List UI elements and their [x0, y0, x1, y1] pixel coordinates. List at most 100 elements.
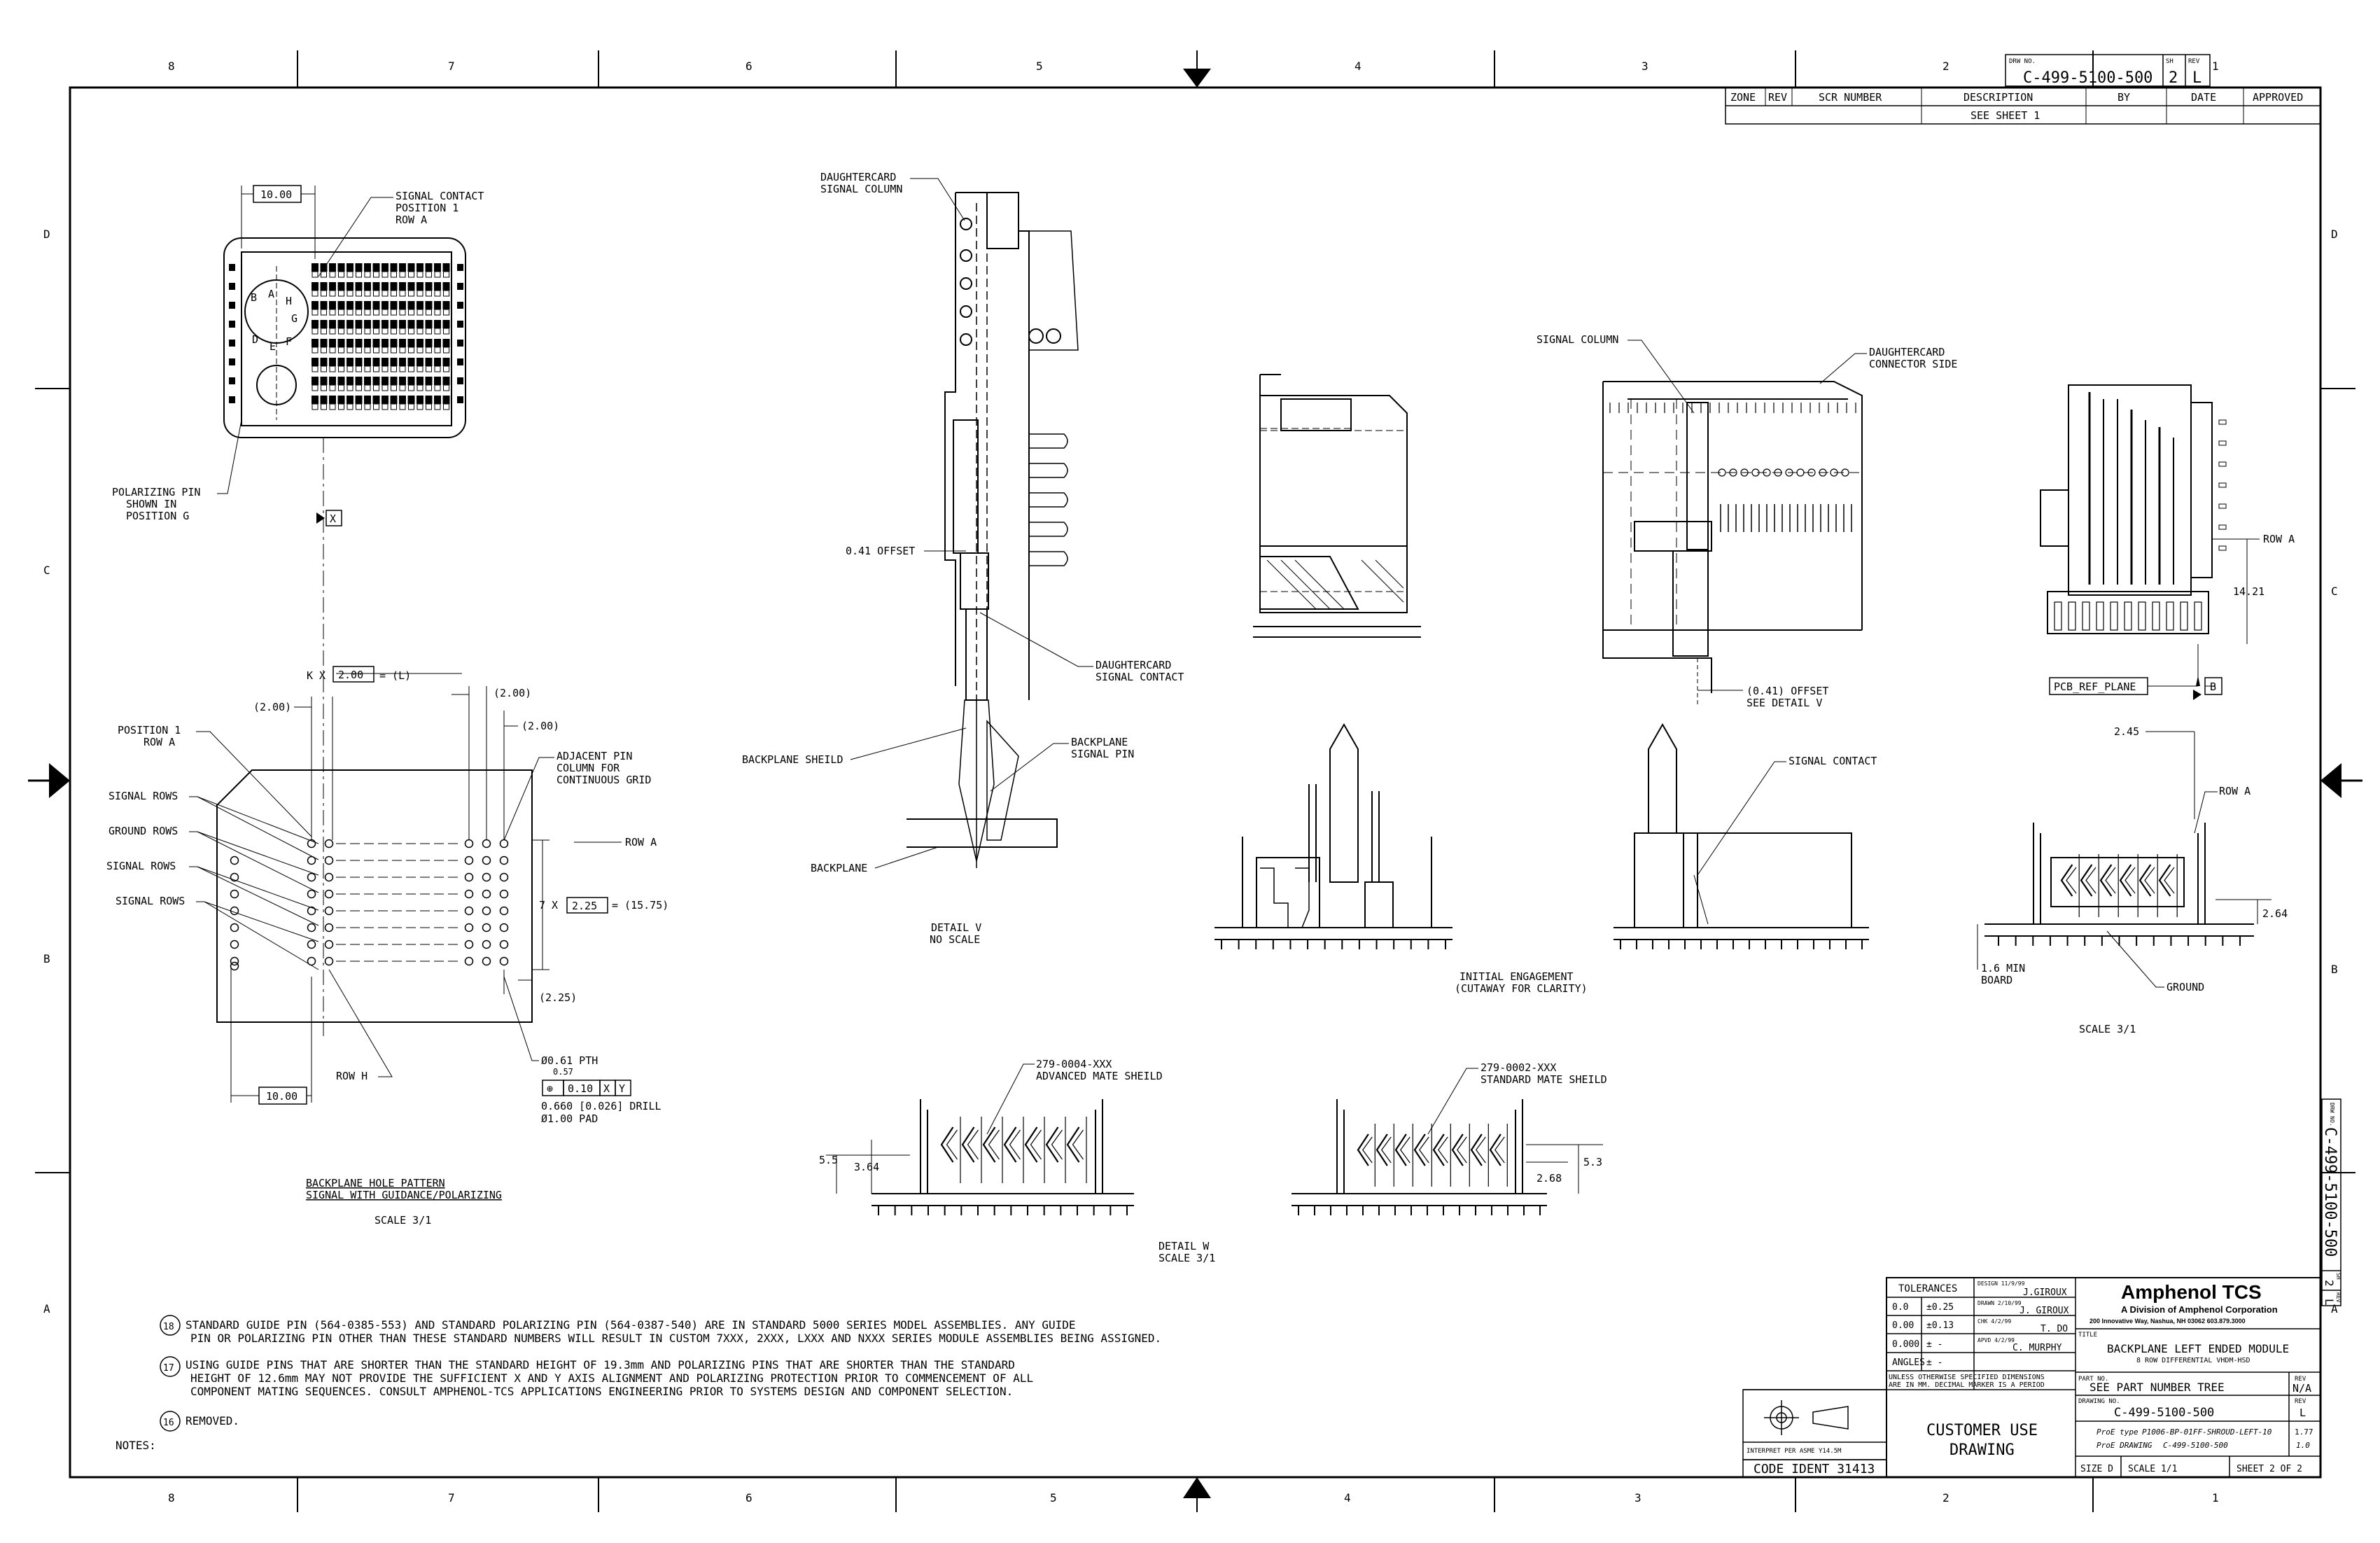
contact: [399, 301, 406, 309]
strip-drw-label: DRW NO.: [2329, 1103, 2335, 1126]
contact-slot: [364, 365, 371, 372]
label-pad: Ø1.00 PAD: [541, 1112, 598, 1125]
rev-row-description: SEE SHEET 1: [1970, 109, 2040, 122]
engagement-lower-right: [1614, 722, 1869, 949]
contact: [407, 339, 415, 347]
contact: [372, 263, 380, 272]
engagement-section-view: [1602, 381, 1863, 707]
chevron-inner: [2105, 867, 2116, 894]
caption-side-scale: SCALE 3/1: [2079, 1023, 2136, 1035]
contact-slot: [321, 403, 327, 410]
hole: [499, 956, 509, 966]
contact-slot: [338, 365, 344, 372]
contact: [382, 263, 388, 272]
tb-tol-1-b: ±0.13: [1926, 1320, 1954, 1331]
label-signal-contact-3: ROW A: [396, 214, 427, 226]
dim-200-left: (2.00): [253, 701, 291, 713]
contact: [416, 301, 424, 309]
tb-part-no: SEE PART NUMBER TREE: [2090, 1381, 2225, 1394]
contact: [364, 358, 371, 366]
contact: [399, 396, 406, 404]
side-contact: [457, 358, 463, 365]
contact-slot: [434, 384, 441, 391]
contact-slot: [346, 290, 354, 297]
notes: 18 STANDARD GUIDE PIN (564-0385-553) AND…: [115, 1315, 1161, 1452]
tooth: [2096, 601, 2104, 631]
tooth: [2110, 601, 2118, 631]
side-view-upper: [2040, 384, 2227, 634]
contact-slot: [426, 271, 432, 278]
contact-slot: [346, 309, 354, 316]
note-18-line2: PIN OR POLARIZING PIN OTHER THAN THESE S…: [190, 1332, 1161, 1345]
hole: [499, 856, 509, 865]
side-contact: [457, 321, 463, 328]
finger: [1029, 551, 1068, 566]
tb-tol-0-a: 0.0: [1892, 1302, 1908, 1313]
projection-symbol-icon: [1764, 1400, 1849, 1435]
contact: [416, 377, 424, 385]
right-tab: [2218, 503, 2227, 509]
label-std-part: 279-0002-XXX: [1480, 1061, 1556, 1074]
tb-design-name: J.GIROUX: [2023, 1287, 2067, 1298]
contact: [442, 339, 450, 347]
contact-slot: [382, 384, 388, 391]
gdt-x: X: [603, 1082, 610, 1095]
connector-top-view: [223, 237, 466, 438]
contact-slot: [399, 271, 406, 278]
contact-slot: [391, 271, 397, 278]
contact: [355, 339, 363, 347]
label-eng-signal-contact: SIGNAL CONTACT: [1788, 755, 1877, 767]
tb-code-ident: CODE IDENT 31413: [1754, 1462, 1875, 1476]
contact-slot: [373, 403, 379, 410]
contact-slot: [321, 290, 327, 297]
seven-dim-box: 2.25: [572, 900, 597, 912]
zone-top-5: 5: [1036, 60, 1043, 73]
contact-slot: [338, 309, 344, 316]
contact: [346, 301, 354, 309]
contact-slot: [399, 365, 406, 372]
label-adjacent-3: CONTINUOUS GRID: [556, 774, 651, 786]
row-right-a: A: [2331, 1302, 2338, 1315]
contact: [407, 396, 415, 404]
hole: [230, 889, 239, 899]
label-signal-rows-1: SIGNAL ROWS: [108, 790, 178, 802]
label-row-h: ROW H: [336, 1070, 368, 1082]
chevron-inner: [2164, 867, 2175, 894]
contact-slot: [426, 328, 432, 335]
tb-design-label: DESIGN 11/9/99: [1977, 1280, 2025, 1287]
contact-slot: [391, 403, 397, 410]
tb-tol-2-a: 0.000: [1892, 1339, 1919, 1350]
contact-slot: [364, 271, 371, 278]
contact: [382, 358, 388, 366]
chevron: [982, 1126, 996, 1163]
contact: [329, 320, 336, 328]
note-18-num: 18: [163, 1322, 174, 1332]
engagement-left-section: [1253, 374, 1421, 638]
row-right-d: D: [2331, 228, 2338, 241]
right-tab: [2218, 461, 2227, 467]
chevron-inner: [967, 1129, 979, 1160]
zone-labels: 8 7 6 5 4 3 2 1 8 7 6 5 4 3 2 1 D C B A …: [43, 60, 2338, 1504]
label-dc-connector-side-1: DAUGHTERCARD: [1869, 346, 1945, 358]
contact: [355, 320, 363, 328]
contact-slot: [408, 290, 414, 297]
centering-arrows: [28, 69, 2362, 1498]
contact: [355, 282, 363, 291]
contact: [390, 263, 398, 272]
tb-title-2: 8 ROW DIFFERENTIAL VHDM-HSD: [2136, 1357, 2250, 1364]
hole: [307, 940, 316, 949]
tb-apvd-label: APVD 4/2/99: [1977, 1337, 2015, 1343]
contact-slot: [329, 309, 336, 316]
datum-x: X: [330, 512, 336, 525]
contact-slot: [391, 290, 397, 297]
tb-division: A Division of Amphenol Corporation: [2121, 1304, 2278, 1315]
contact-slot: [356, 384, 362, 391]
contact: [337, 263, 345, 272]
contact: [329, 282, 336, 291]
contact: [320, 339, 328, 347]
hole: [230, 856, 239, 865]
hole: [464, 872, 474, 882]
right-tab: [2218, 419, 2227, 425]
k-dim-box: 2.00: [338, 669, 363, 681]
contact-slot: [382, 290, 388, 297]
